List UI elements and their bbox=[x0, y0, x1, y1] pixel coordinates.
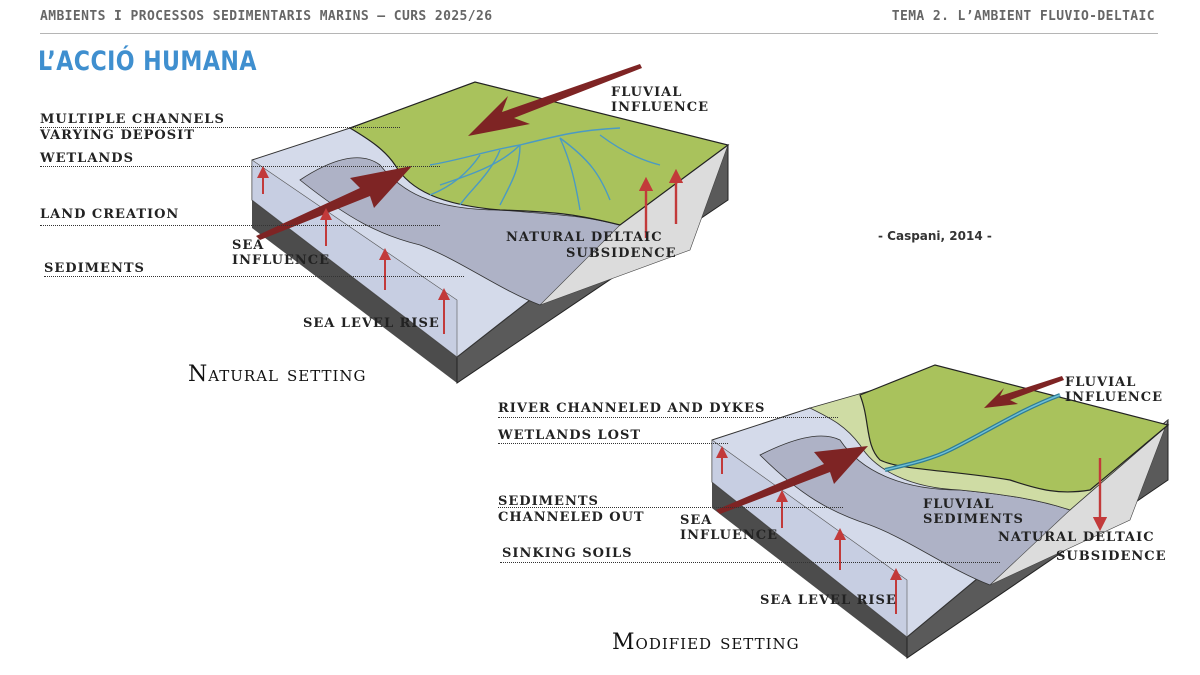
header-divider bbox=[40, 33, 1158, 34]
modified-label-sea-level-rise: SEA LEVEL RISE bbox=[760, 593, 897, 608]
modified-label-sea-influence: INFLUENCE bbox=[680, 528, 779, 543]
modified-leader-sinking-soils bbox=[500, 562, 1000, 563]
natural-sea-influence-arrow bbox=[256, 166, 412, 240]
slide-title: L’ACCIÓ HUMANA bbox=[38, 46, 257, 77]
natural-label-wetlands: WETLANDS bbox=[40, 151, 134, 166]
natural-label-subsidence: SUBSIDENCE bbox=[566, 246, 677, 261]
natural-leader-multiple-channels bbox=[40, 127, 400, 128]
natural-block-diagram bbox=[251, 64, 730, 384]
natural-subsidence-arrows bbox=[638, 168, 684, 238]
citation: - Caspani, 2014 - bbox=[878, 229, 992, 243]
natural-sea-level-arrows bbox=[257, 166, 450, 334]
modified-label-fluvial-influence: INFLUENCE bbox=[1065, 390, 1164, 405]
natural-leader-land-creation bbox=[40, 225, 440, 226]
natural-label-sea-level-rise: SEA LEVEL RISE bbox=[303, 316, 440, 331]
modified-block-diagram bbox=[711, 364, 1170, 659]
modified-label-deltaic: NATURAL DELTAIC bbox=[998, 530, 1155, 545]
modified-sea-influence-arrow bbox=[716, 446, 868, 514]
natural-leader-wetlands bbox=[40, 166, 440, 167]
natural-label-sea: SEA bbox=[232, 238, 265, 253]
header-course-title: AMBIENTS I PROCESSOS SEDIMENTARIS MARINS… bbox=[40, 9, 493, 24]
natural-label-fluvial: FLUVIAL bbox=[611, 85, 683, 100]
natural-label-sea-influence: INFLUENCE bbox=[232, 253, 331, 268]
natural-distributary-channels bbox=[429, 127, 661, 211]
modified-label-sediments: SEDIMENTS bbox=[498, 494, 599, 509]
modified-leader-river-channeled bbox=[498, 417, 838, 418]
modified-fluvial-influence-arrow bbox=[984, 376, 1064, 408]
natural-setting-caption: Natural setting bbox=[188, 362, 367, 387]
natural-label-fluvial-influence: INFLUENCE bbox=[611, 100, 710, 115]
modified-channel-highlight bbox=[884, 394, 1061, 471]
modified-block-left-side bbox=[712, 482, 907, 658]
modified-leader-wetlands-lost bbox=[498, 443, 728, 444]
modified-setting-caption: Modified setting bbox=[612, 630, 800, 655]
modified-label-fluvial: FLUVIAL bbox=[1065, 375, 1137, 390]
modified-label-sinking-soils: SINKING SOILS bbox=[502, 546, 633, 561]
natural-label-land-creation: LAND CREATION bbox=[40, 207, 180, 222]
modified-label-channeled-out: CHANNELED OUT bbox=[498, 510, 645, 525]
modified-delta-plain bbox=[859, 364, 1170, 493]
modified-label-wetlands-lost: WETLANDS LOST bbox=[498, 428, 642, 443]
modified-label-fluvial-sed-1: FLUVIAL bbox=[923, 497, 995, 512]
modified-label-subsidence: SUBSIDENCE bbox=[1056, 549, 1167, 564]
modified-sea-level-arrows bbox=[716, 446, 902, 614]
natural-label-multiple-channels: MULTIPLE CHANNELS bbox=[40, 112, 225, 127]
modified-leader-sediments bbox=[498, 507, 843, 508]
natural-label-varying-deposit: VARYING DEPOSIT bbox=[40, 128, 195, 143]
natural-block-left-side bbox=[252, 200, 457, 383]
modified-label-fluvial-sed-2: SEDIMENTS bbox=[923, 512, 1024, 527]
natural-label-sediments: SEDIMENTS bbox=[44, 261, 145, 276]
natural-fluvial-influence-arrow bbox=[468, 64, 642, 136]
modified-label-sea: SEA bbox=[680, 513, 713, 528]
modified-label-river-channeled: RIVER CHANNELED AND DYKES bbox=[498, 401, 766, 416]
header-topic: TEMA 2. L’AMBIENT FLUVIO-DELTAIC bbox=[891, 9, 1155, 24]
natural-delta-plain bbox=[348, 81, 730, 226]
natural-label-deltaic: NATURAL DELTAIC bbox=[506, 230, 663, 245]
natural-leader-sediments bbox=[44, 276, 464, 277]
